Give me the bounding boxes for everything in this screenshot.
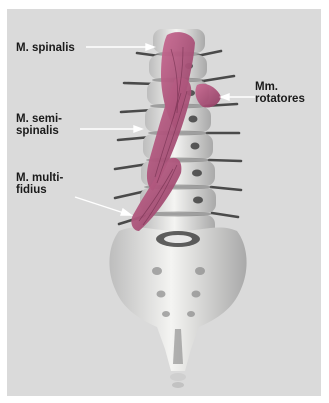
spine-illustration <box>7 9 321 396</box>
illustration-panel: M. spinalis Mm. rotatores M. semi- spina… <box>7 9 321 396</box>
sacrum <box>109 227 246 388</box>
label-m-spinalis: M. spinalis <box>16 42 75 54</box>
label-m-multifidus: M. multi- fidius <box>16 172 63 196</box>
label-m-semispinalis: M. semi- spinalis <box>16 113 62 137</box>
label-mm-rotatores: Mm. rotatores <box>255 81 305 105</box>
